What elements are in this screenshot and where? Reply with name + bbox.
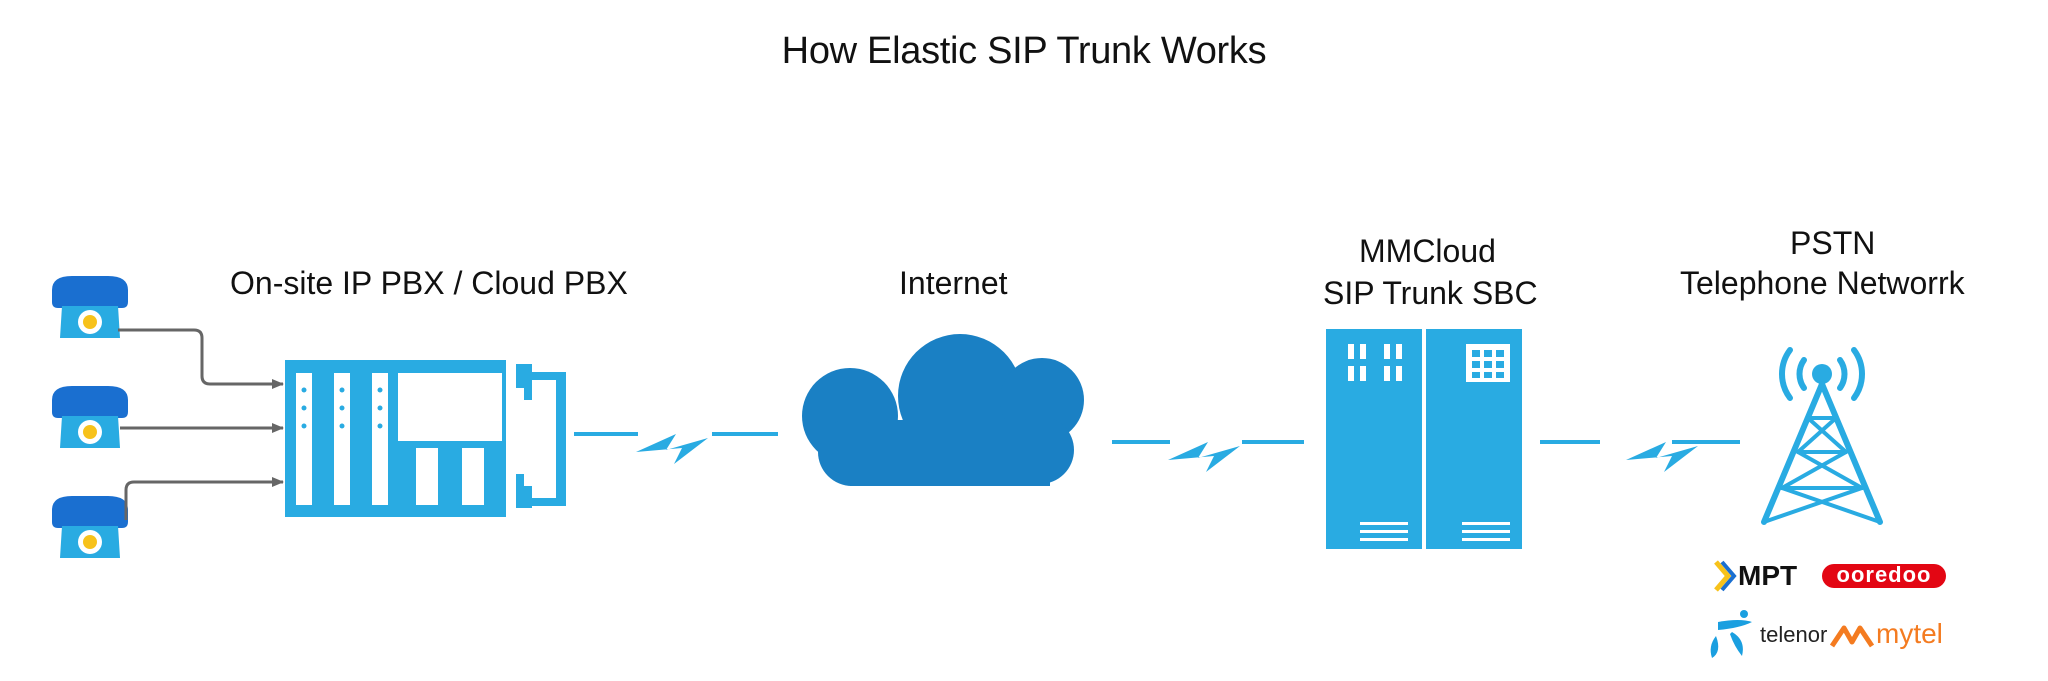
link-sbc-pstn (1540, 440, 1740, 472)
cell-tower-icon (1761, 347, 1883, 525)
mpt-logo-text: MPT (1738, 560, 1798, 591)
mytel-logo-text: mytel (1876, 618, 1943, 649)
link-pbx-internet (574, 432, 778, 464)
mytel-logo-icon (1829, 625, 1875, 648)
sbc-label-line1: MMCloud (1359, 233, 1496, 269)
phone-3-arrow (124, 477, 284, 520)
sbc-server-icon (1326, 329, 1522, 549)
telenor-logo-icon (1710, 610, 1752, 658)
pbx-device-icon (285, 360, 566, 517)
desk-phone-1-icon (52, 276, 128, 338)
internet-cloud-icon (802, 334, 1084, 486)
ooredoo-logo-text: ooredoo (1836, 562, 1932, 587)
pstn-label-line2: Telephone Networrk (1680, 265, 1965, 301)
mpt-logo-icon (1714, 560, 1737, 592)
diagram-title: How Elastic SIP Trunk Works (781, 30, 1267, 72)
pstn-label-line1: PSTN (1790, 225, 1876, 261)
sbc-label-line2: SIP Trunk SBC (1323, 275, 1538, 311)
desk-phone-3-icon (52, 496, 128, 558)
phone-1-arrow (118, 328, 284, 389)
desk-phone-2-icon (52, 386, 128, 448)
internet-label: Internet (899, 265, 1008, 301)
telenor-logo-text: telenor (1760, 622, 1828, 647)
pbx-label: On-site IP PBX / Cloud PBX (230, 265, 628, 301)
link-internet-sbc (1112, 440, 1304, 472)
ooredoo-logo-icon (1822, 564, 1946, 588)
